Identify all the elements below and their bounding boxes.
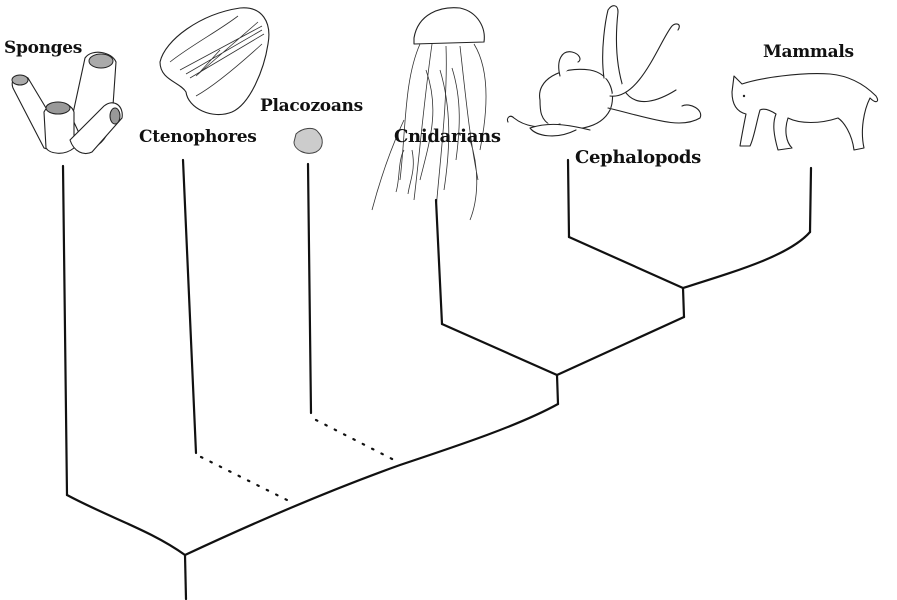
branch-placozoans xyxy=(306,162,313,415)
taxon-label-cephalopods: Cephalopods xyxy=(575,147,701,168)
node-root xyxy=(65,402,560,557)
branch-cnidarians xyxy=(434,198,444,326)
taxon-label-cnidarians: Cnidarians xyxy=(394,126,501,147)
taxon-label-placozoans: Placozoans xyxy=(260,96,363,116)
branch-mammals xyxy=(808,166,813,234)
uncertain-branch-placozoans xyxy=(314,418,400,464)
lynx-illustration xyxy=(731,73,879,151)
octopus-illustration xyxy=(506,5,702,137)
node-cnidarians-bilateria xyxy=(440,315,686,377)
branch-sponges xyxy=(61,164,69,497)
uncertain-branch-ctenophores xyxy=(199,455,289,502)
branch-ctenophores xyxy=(181,158,198,455)
placozoan-illustration xyxy=(293,127,323,154)
jellyfish-illustration xyxy=(371,7,487,221)
sponge-illustration xyxy=(11,51,123,155)
stem-bilateria xyxy=(681,286,686,319)
node-cephalopods-mammals xyxy=(567,230,812,290)
taxon-label-mammals: Mammals xyxy=(763,42,854,62)
taxon-label-sponges: Sponges xyxy=(4,38,83,58)
branch-cephalopods xyxy=(566,158,571,239)
stem-planulozoa xyxy=(555,373,560,406)
taxon-label-ctenophores: Ctenophores xyxy=(139,127,257,147)
comb-jelly-illustration xyxy=(159,7,270,116)
root-stem xyxy=(183,553,188,600)
